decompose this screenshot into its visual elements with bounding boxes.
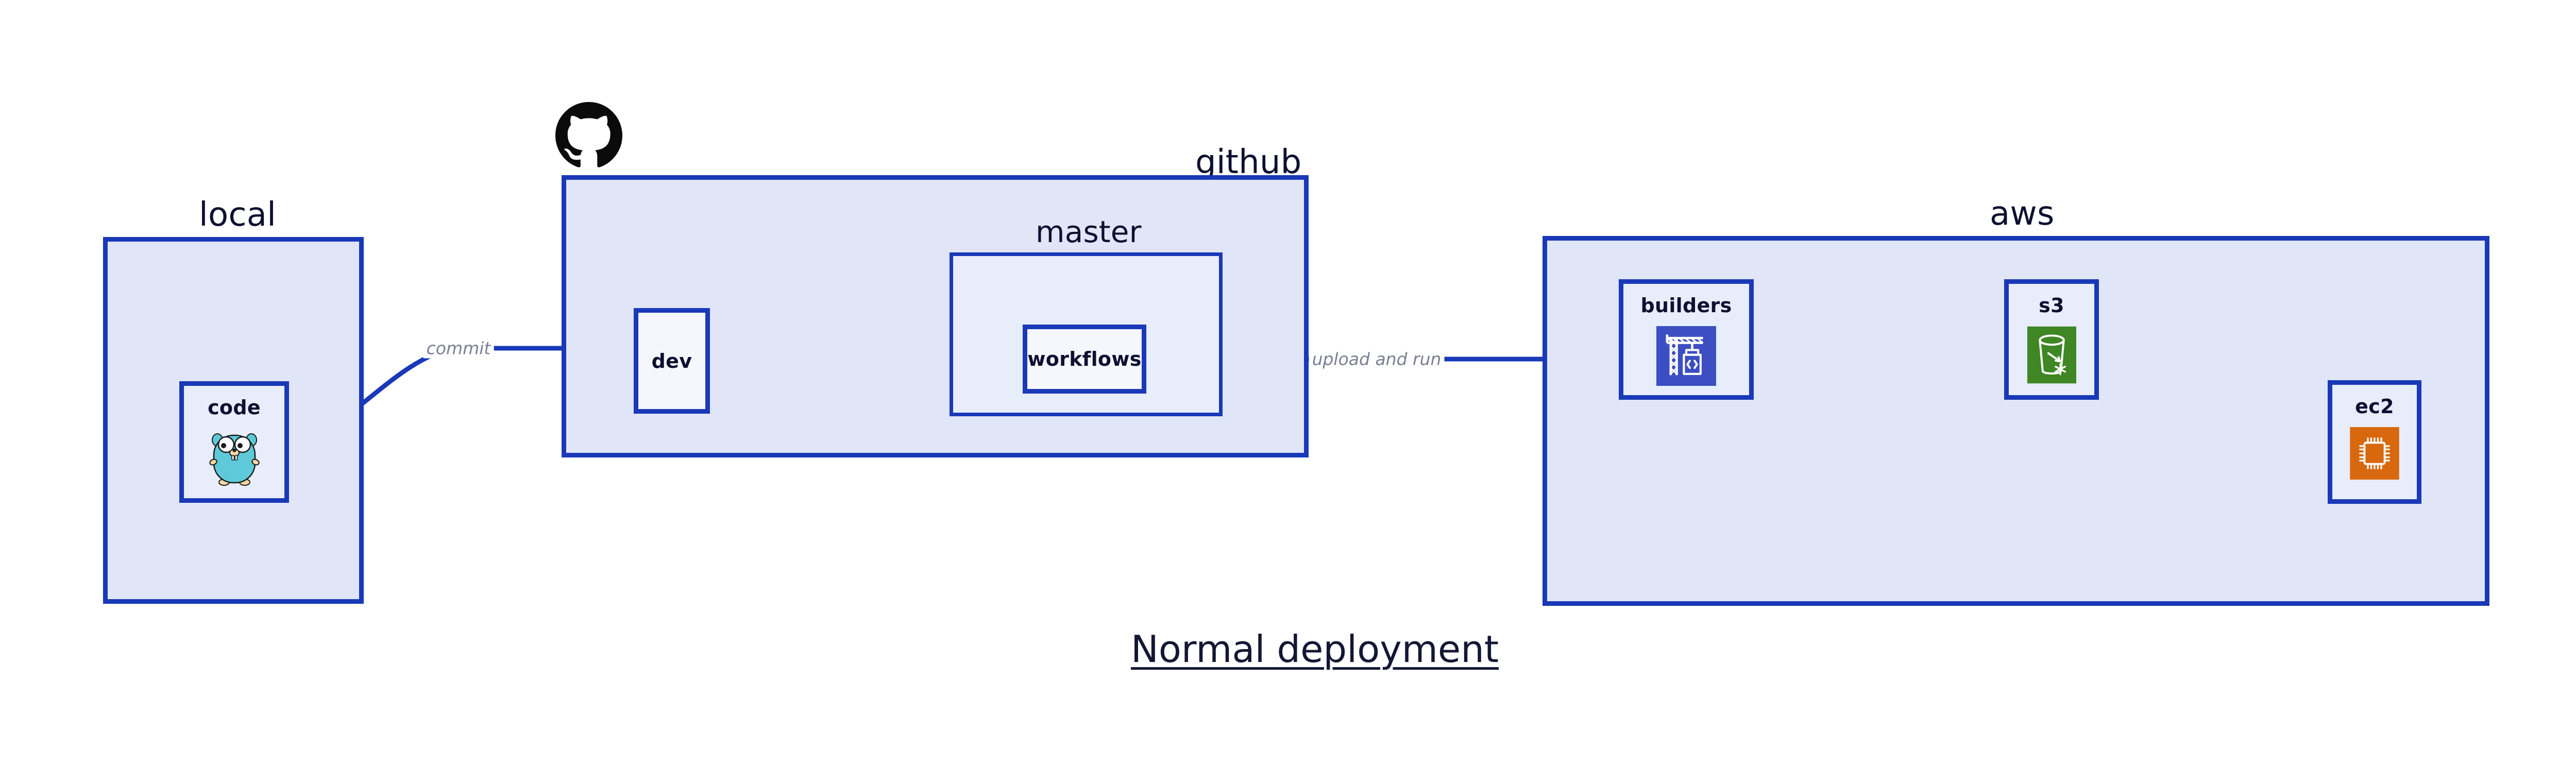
subgroup-label-master: master <box>1036 214 1142 249</box>
node-dev[interactable]: dev <box>634 308 710 414</box>
node-label-code: code <box>208 396 261 419</box>
edge-label-upload-and-run: upload and run <box>1309 349 1445 369</box>
group-local <box>103 237 364 604</box>
group-label-local: local <box>199 196 277 234</box>
edge-label-commit: commit <box>423 338 494 359</box>
page-title: Normal deployment <box>1131 627 1499 671</box>
node-label-dev: dev <box>651 349 692 372</box>
node-s3[interactable]: s3 <box>2004 279 2099 400</box>
node-label-ec2: ec2 <box>2355 395 2394 418</box>
aws-codebuild-icon <box>1656 326 1716 386</box>
node-label-workflows: workflows <box>1027 348 1142 370</box>
node-label-s3: s3 <box>2039 294 2064 317</box>
aws-s3-bucket-icon <box>2027 326 2076 384</box>
group-label-github: github <box>1195 143 1302 181</box>
node-builders[interactable]: builders <box>1619 279 1754 400</box>
node-label-builders: builders <box>1640 294 1732 317</box>
node-workflows[interactable]: workflows <box>1023 325 1146 394</box>
aws-ec2-chip-icon <box>2350 427 2399 480</box>
node-ec2[interactable]: ec2 <box>2328 380 2421 504</box>
node-code[interactable]: code <box>179 381 289 503</box>
github-octocat-icon <box>555 102 622 169</box>
group-label-aws: aws <box>1990 195 2055 233</box>
go-gopher-icon <box>208 428 261 486</box>
